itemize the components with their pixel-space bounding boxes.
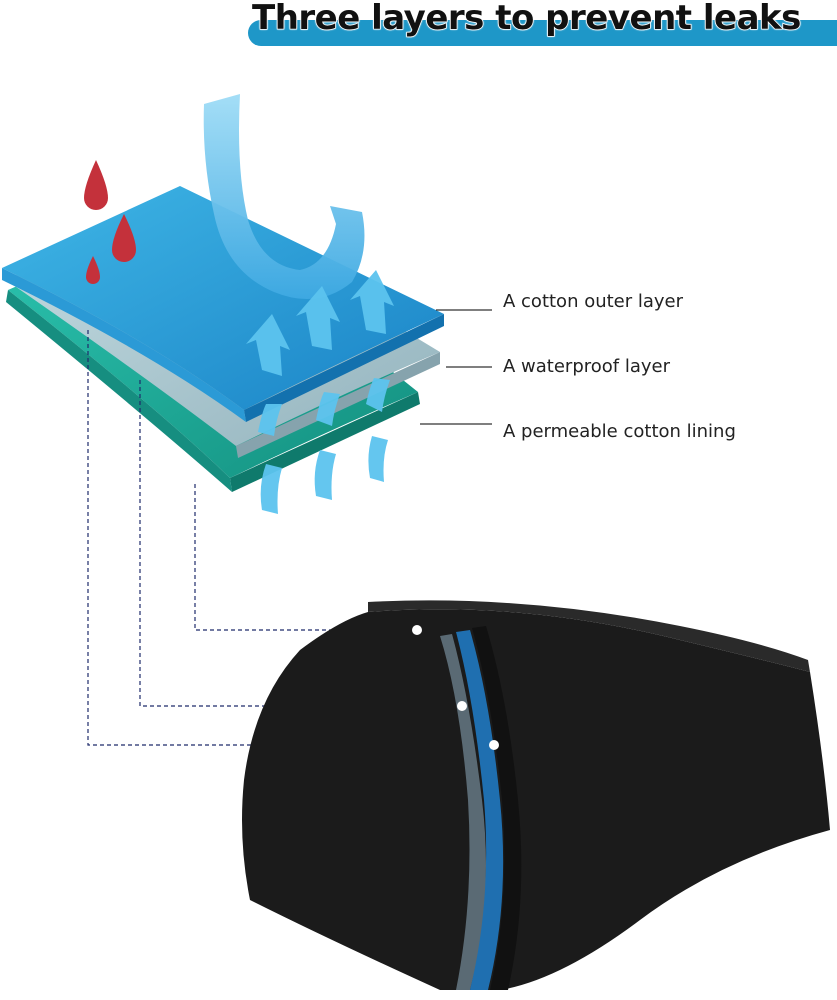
layer-outer <box>2 186 444 422</box>
peeled-strip <box>203 94 365 300</box>
label-outer-layer: A cotton outer layer <box>503 291 684 312</box>
airflow-arrow-icon <box>246 270 394 514</box>
page-title: Three layers to prevent leaks <box>251 0 802 39</box>
connector-dot <box>412 625 499 750</box>
label-leaders <box>420 309 492 425</box>
title-banner <box>248 20 837 46</box>
drop-icon <box>84 160 136 284</box>
label-waterproof-layer: A waterproof layer <box>503 356 670 377</box>
label-cotton-lining: A permeable cotton lining <box>503 421 736 442</box>
garment-illustration <box>242 600 830 990</box>
